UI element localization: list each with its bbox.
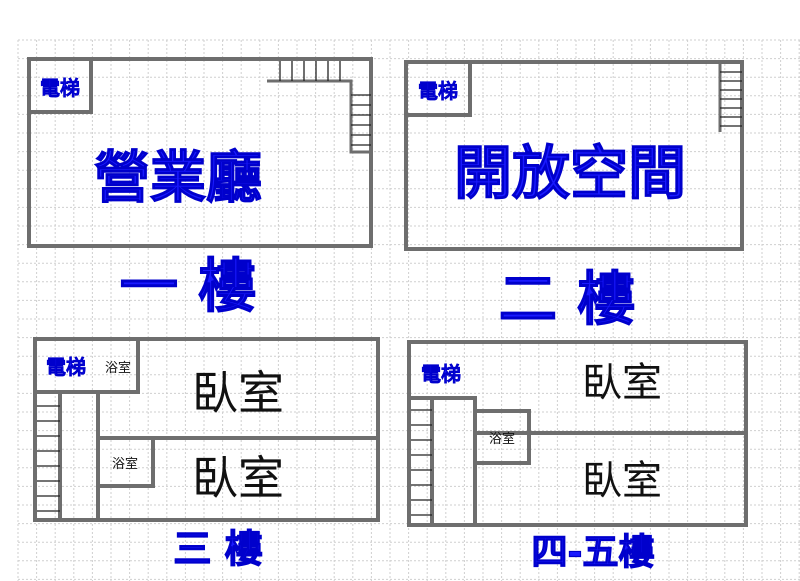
floor-3-bath-mid-label: 浴室 (112, 456, 138, 472)
floor-1-plan: 電梯 營業廳 一 樓 (27, 57, 373, 321)
floor-2-outline (404, 60, 744, 251)
floor-1-elevator-box (27, 57, 93, 114)
floor-4-5-bath-box (473, 409, 531, 465)
floor-3-plan: 電梯 浴室 浴室 臥室 臥室 三 樓 (33, 337, 380, 572)
floor-3-elevator-wall (35, 390, 100, 520)
floor-3-bath-mid-wall (98, 438, 155, 488)
floor-4-5-staircase (411, 409, 432, 516)
floor-4-5-elevator-label: 電梯 (421, 362, 461, 386)
floor-3-title: 三 樓 (173, 527, 262, 571)
floor-3-elevator-label: 電梯 (46, 355, 86, 379)
floor-4-5-bedroom-bottom-label: 臥室 (582, 458, 662, 504)
floor-2-title: 二 樓 (499, 265, 635, 333)
floor-3-outline (33, 337, 380, 522)
floor-2-plan: 電梯 開放空間 二 樓 (404, 60, 744, 334)
floor-4-5-elevator-wall (409, 396, 477, 525)
floor-4-5-bath-label: 浴室 (489, 431, 515, 447)
floor-3-bedroom-top-label: 臥室 (192, 366, 284, 420)
floor-1-main-label: 營業廳 (94, 146, 262, 211)
floor-4-5-title: 四-五樓 (532, 532, 655, 573)
floor-4-5-bedroom-top-label: 臥室 (582, 360, 662, 406)
floor-1-staircase (267, 61, 371, 154)
floor-2-main-label: 開放空間 (454, 139, 686, 207)
floor-1-elevator-label: 電梯 (40, 76, 80, 100)
floor-3-staircase (37, 405, 60, 512)
floor-2-staircase (718, 64, 742, 132)
floor-3-bedroom-bottom-label: 臥室 (192, 451, 284, 505)
floor-2-elevator-box (404, 60, 472, 117)
floor-2-elevator-label: 電梯 (418, 79, 458, 103)
floor-3-bath-top-label: 浴室 (105, 360, 131, 376)
floor-4-5-plan: 電梯 浴室 臥室 臥室 四-五樓 (407, 340, 748, 574)
floor-1-title: 一 樓 (120, 252, 256, 320)
floor-3-bath-top-wall (98, 339, 140, 394)
